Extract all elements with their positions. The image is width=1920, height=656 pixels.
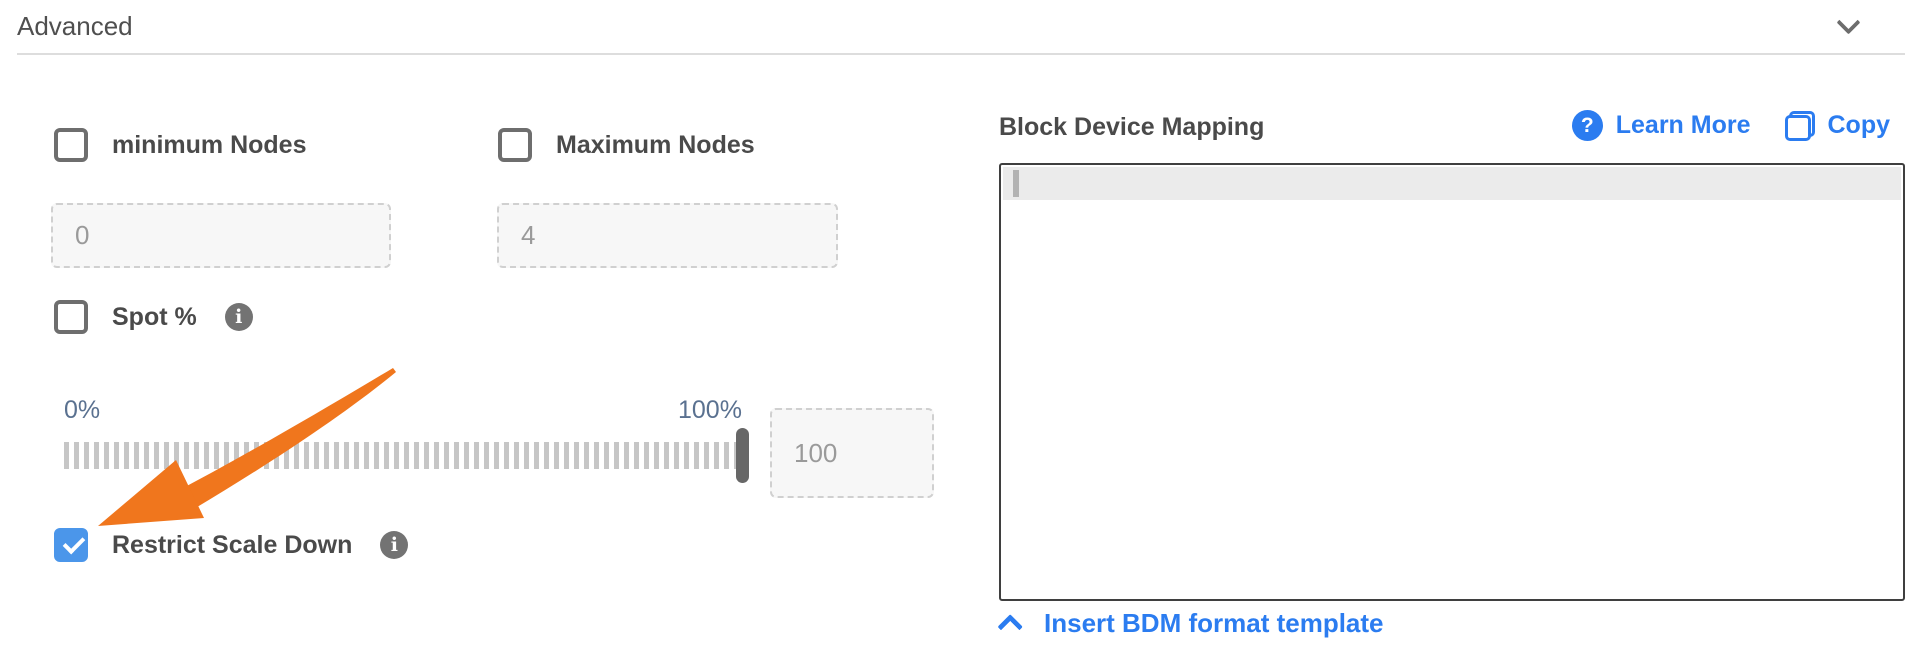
spot-percentage-input[interactable] [770, 408, 934, 498]
slider-handle[interactable] [736, 428, 749, 483]
min-nodes-label: minimum Nodes [112, 130, 307, 159]
chevron-up-icon [997, 613, 1023, 640]
copy-label: Copy [1827, 111, 1891, 139]
editor-active-line [1003, 167, 1901, 200]
max-nodes-input[interactable] [497, 203, 838, 268]
bdm-editor[interactable] [999, 163, 1905, 601]
learn-more-link[interactable]: ? Learn More [1571, 110, 1751, 141]
restrict-scale-down-row: Restrict Scale Down i [54, 528, 409, 562]
spot-info-icon[interactable]: i [224, 303, 253, 331]
insert-template-link[interactable]: Insert BDM format template [997, 608, 1384, 640]
editor-cursor [1013, 170, 1019, 197]
min-nodes-input[interactable] [51, 203, 391, 268]
question-mark-icon: ? [1571, 110, 1603, 141]
copy-icon [1784, 110, 1815, 141]
slider-min-label: 0% [64, 396, 101, 424]
header-divider [17, 53, 1905, 55]
learn-more-label: Learn More [1615, 111, 1751, 139]
restrict-scale-down-checkbox[interactable] [54, 528, 88, 562]
max-nodes-label: Maximum Nodes [556, 130, 755, 159]
bdm-title: Block Device Mapping [999, 113, 1265, 141]
max-nodes-row: Maximum Nodes [498, 128, 755, 162]
restrict-scale-down-label: Restrict Scale Down [112, 530, 353, 559]
min-nodes-checkbox[interactable] [54, 128, 88, 162]
min-nodes-row: minimum Nodes [54, 128, 306, 162]
copy-button[interactable]: Copy [1784, 110, 1891, 141]
bdm-links: ? Learn More Copy [1571, 110, 1891, 141]
section-title: Advanced [17, 11, 133, 41]
spot-percentage-slider-track[interactable] [64, 442, 752, 469]
insert-template-label: Insert BDM format template [1044, 608, 1384, 638]
slider-max-label: 100% [678, 396, 742, 424]
advanced-section-header[interactable]: Advanced [17, 6, 1905, 54]
max-nodes-checkbox[interactable] [498, 128, 532, 162]
spot-row: Spot % i [54, 300, 253, 334]
restrict-info-icon[interactable]: i [380, 531, 409, 559]
spot-label: Spot % [112, 302, 197, 331]
spot-checkbox[interactable] [54, 300, 88, 334]
